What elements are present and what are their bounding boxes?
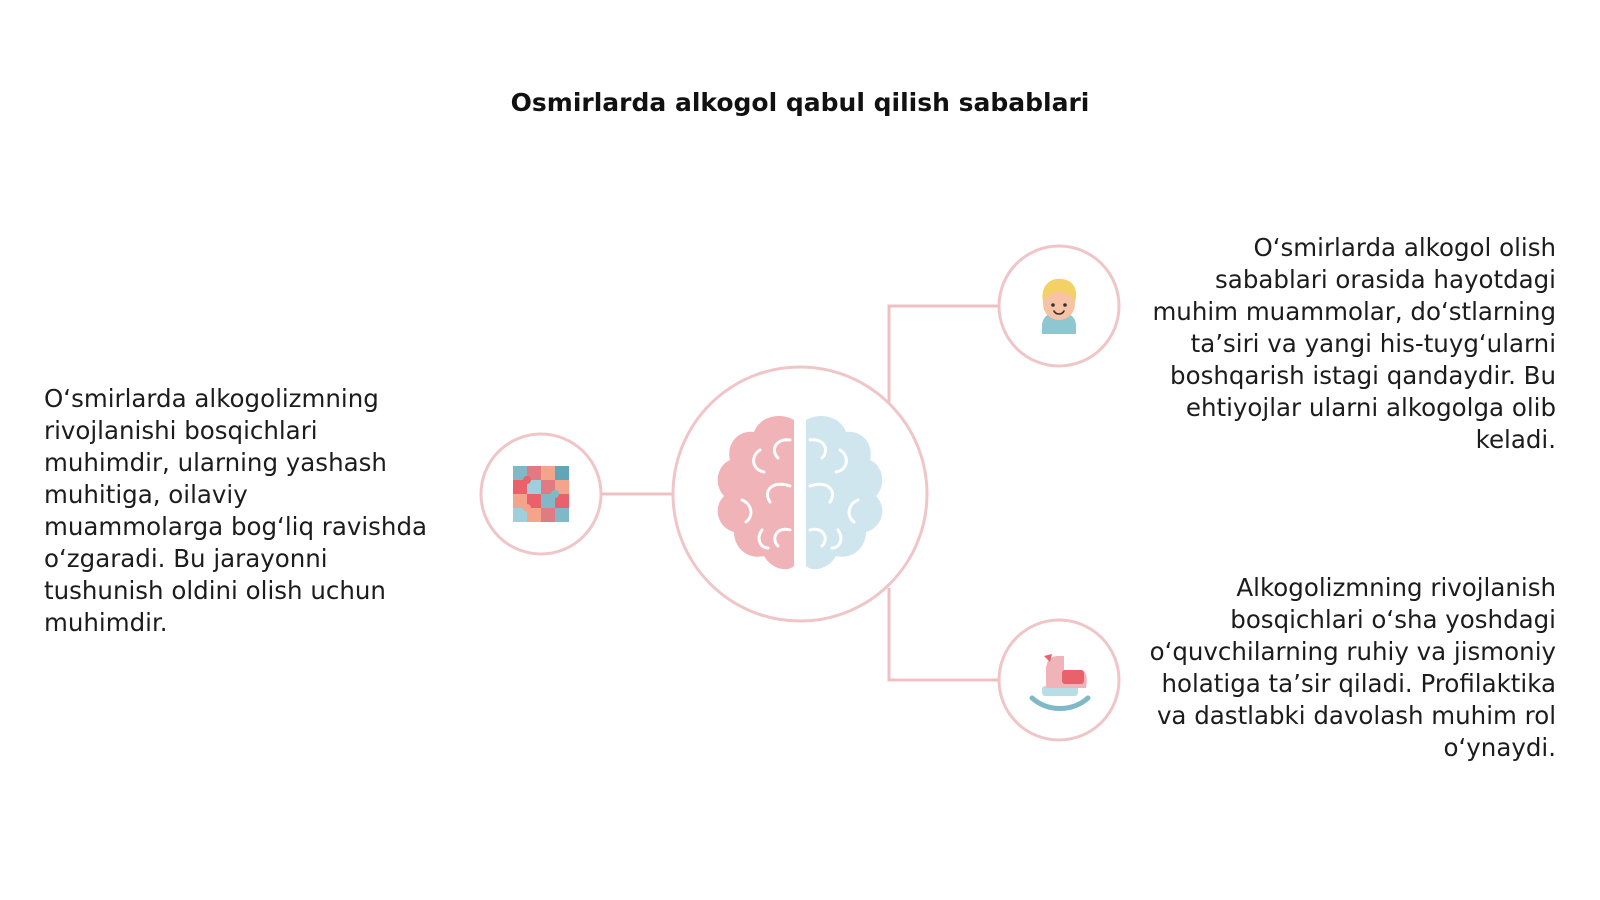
top-right-description: O‘smirlarda alkogol olish sabablari oras… [1152, 233, 1556, 454]
top-right-node[interactable] [997, 244, 1121, 368]
connectors [601, 304, 998, 682]
bottom-right-description: Alkogolizmning rivojlanish bosqichlari o… [1149, 573, 1556, 762]
puzzle-icon [513, 466, 569, 522]
left-description: O‘smirlarda alkogolizmning rivojlanishi … [44, 384, 428, 637]
connector-top-right [887, 304, 998, 402]
center-node-ring [671, 365, 929, 623]
left-node[interactable] [479, 432, 603, 556]
bottom-right-node[interactable] [997, 618, 1121, 742]
child-icon [1042, 278, 1077, 334]
page-title: Osmirlarda alkogol qabul qilish sabablar… [510, 88, 1090, 117]
rocking-horse-icon [1029, 654, 1091, 711]
center-node[interactable] [671, 365, 929, 623]
connector-bottom-right [887, 588, 998, 682]
brain-icon [717, 416, 883, 570]
